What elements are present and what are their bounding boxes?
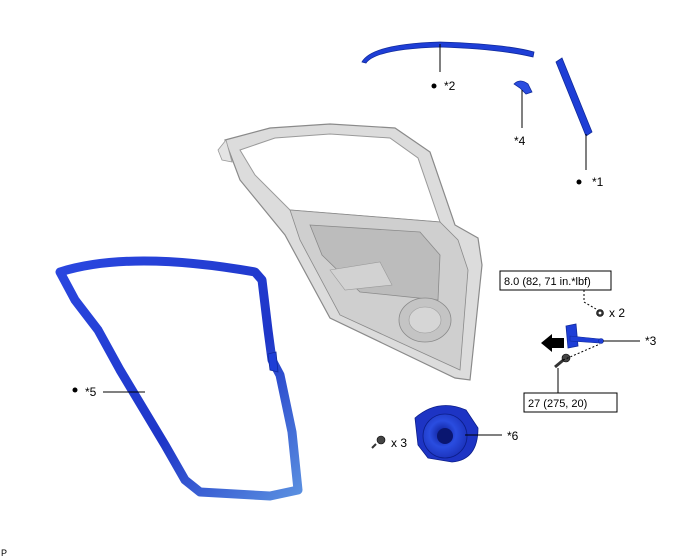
callout-c4: *4 bbox=[514, 134, 526, 148]
speaker-part bbox=[414, 405, 479, 463]
footer-code: P bbox=[1, 548, 7, 558]
arrow-icon bbox=[541, 334, 564, 352]
rear-door-panel bbox=[217, 123, 483, 381]
quantity-screws-label: x 3 bbox=[391, 436, 407, 450]
callout-dot-c2 bbox=[431, 83, 437, 89]
callout-c6: *6 bbox=[507, 429, 519, 443]
screw-icon bbox=[371, 435, 386, 449]
torque-box-lower bbox=[523, 392, 618, 413]
bolt-icon bbox=[554, 353, 571, 369]
dashed-line-bolt bbox=[562, 343, 601, 361]
corner-piece-part bbox=[513, 80, 533, 95]
callout-c2: *2 bbox=[444, 79, 456, 93]
torque-upper-label: 8.0 (82, 71 in.*lbf) bbox=[504, 276, 591, 288]
torque-lower-label: 27 (275, 20) bbox=[528, 398, 587, 410]
door-check-part bbox=[565, 323, 604, 349]
nut-icon bbox=[596, 309, 604, 317]
callout-c5: *5 bbox=[85, 385, 97, 399]
quantity-nuts-label: x 2 bbox=[609, 306, 625, 320]
callout-dot-c5 bbox=[72, 387, 78, 393]
rear-frame-molding-part bbox=[555, 57, 593, 137]
torque-box-upper bbox=[499, 270, 612, 291]
callout-c1: *1 bbox=[592, 175, 604, 189]
callout-c3: *3 bbox=[645, 334, 657, 348]
dashed-line-nut bbox=[583, 290, 597, 310]
callout-dot-c1 bbox=[576, 179, 582, 185]
upper-frame-molding-part bbox=[361, 41, 535, 64]
door-weatherstrip-part bbox=[55, 256, 303, 501]
